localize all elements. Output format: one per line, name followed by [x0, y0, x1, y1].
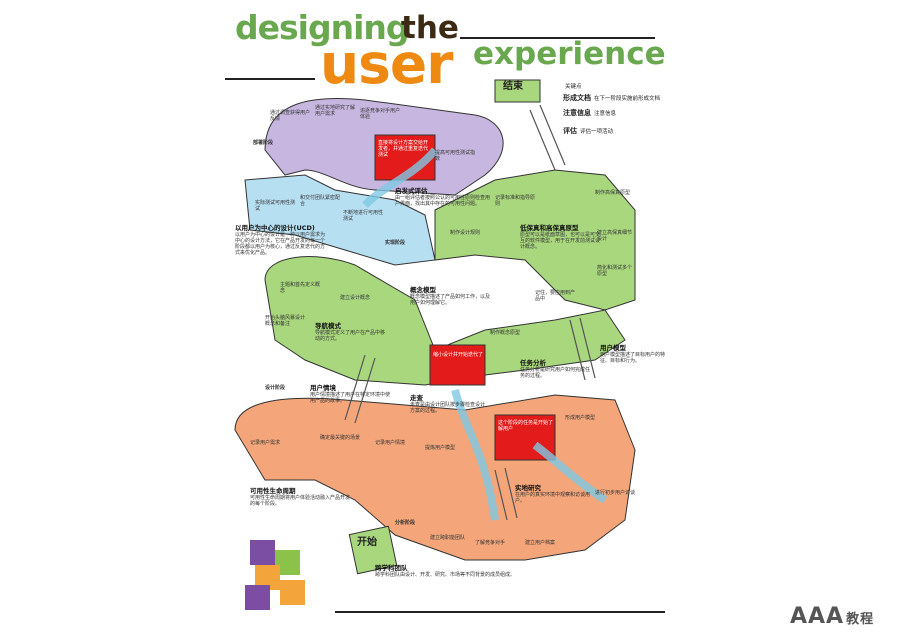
cube-icon: [245, 585, 270, 610]
cell-text: 提高可用性测试指数: [435, 150, 476, 162]
legend-label: 注意信息: [563, 109, 591, 117]
slide-icon: [362, 147, 439, 208]
note-team: 跨学科团队跨学科团队由设计、开发、研究、市场等不同背景的成员组成。: [375, 564, 516, 578]
red-cell-text: 缩小设计并开始迭代了: [433, 352, 484, 358]
end-label: 结束: [503, 81, 523, 92]
slide-icon: [532, 441, 608, 504]
legend-heading: 关键点: [565, 84, 582, 90]
cell-text: 通过实地研究了解用户需求: [315, 105, 356, 117]
cell-text: 开始头脑风暴设计概念和备注: [265, 315, 306, 327]
stage-label: 设计阶段: [265, 385, 286, 391]
note-user-model: 用户模型用户模型描述了目标用户的特征、目标和行为。: [600, 344, 666, 364]
cell-text: 通过调查获得用户反馈: [270, 110, 311, 122]
cell-text: 形成用户模型: [565, 415, 596, 421]
game-board: [234, 79, 665, 613]
note-prototype: 低保真和高保真原型原型可以是纸面草图，也可以是可交互的软件模型，用于在开发前测试…: [520, 224, 601, 250]
cell-text: 追逐竞争对手用户体验: [360, 108, 401, 120]
cube-icon: [280, 580, 305, 605]
cell-text: 建立高保真细节设计: [597, 230, 633, 242]
stage-label: 分析阶段: [395, 520, 416, 526]
start-label: 开始: [357, 537, 377, 548]
cell-text: 主题和首先定义概念: [280, 282, 321, 294]
red-cell-text: 这个阶段的任务是开始了解用户: [498, 420, 554, 432]
cell-text: 提炼用户模型: [425, 445, 456, 451]
cell-text: 和交付团队紧密配合: [300, 195, 341, 207]
note-concept: 概念模型概念模型描述了产品如何工作，以及用户如何理解它。: [410, 286, 491, 306]
cell-text: 制作概念原型: [490, 330, 521, 336]
cell-text: 实际测试可用性测试: [255, 200, 296, 212]
cell-text: 制作设计规则: [450, 230, 481, 236]
note-navigation: 导航模式导航模式定义了用户在产品中移动的方式。: [315, 322, 386, 342]
watermark-main: AAA: [790, 604, 845, 629]
legend-label: 评估: [563, 127, 577, 135]
poster: designing the user experience 关键点 形成文档在下…: [225, 0, 680, 644]
cell-text: 进行初步用户访谈: [595, 490, 636, 496]
legend-label: 形成文档: [563, 94, 591, 102]
note-heuristic: 启发式评估由一组评估者按照公认的可用性原则检查用户界面，找出其中存在的可用性问题…: [395, 187, 491, 207]
cell-text: 记录标准和指导原则: [495, 195, 536, 207]
cell-text: 建立用户档案: [525, 540, 556, 546]
note-field-study: 实地研究在用户的真实环境中观察和访谈用户。: [515, 484, 591, 504]
cell-text: 制作高保真原型: [595, 190, 631, 196]
cell-text: 记录用户情境: [375, 440, 406, 446]
note-ucd: 以用户为中心的设计(UCD)以用户为中心的设计是一种以用户需求为中心的设计方法，…: [235, 224, 326, 256]
cell-text: 建立设计概念: [340, 295, 371, 301]
note-lifecycle: 可用性生命周期可用性生命周期将用户体验活动融入产品开发的每个阶段。: [250, 487, 351, 507]
end-marker: [494, 79, 541, 103]
slide-icon: [451, 389, 499, 521]
band-green-upper: [434, 169, 636, 311]
ladder-icon: [344, 104, 596, 521]
red-square-mid: [429, 344, 486, 386]
title-user: user: [320, 32, 453, 96]
legend-item-evaluate: 评估评估一项活动: [563, 127, 614, 135]
start-marker: [348, 525, 398, 575]
note-walkthrough: 走查走查是由设计团队按步骤检查设计方案的过程。: [410, 394, 486, 414]
title-the: the: [401, 10, 459, 46]
cell-text: 记住，要应用到产品中: [535, 290, 576, 302]
legend-item-document: 形成文档在下一阶段实施前形成文档: [563, 94, 661, 102]
cell-text: 不断地进行可用性测试: [343, 210, 384, 222]
cube-icon: [250, 540, 275, 565]
title-rule-top: [460, 37, 655, 39]
cell-text: 记录用户需求: [250, 440, 281, 446]
watermark-sub: 教程: [846, 612, 875, 627]
cell-text: 确定最关键的场景: [320, 435, 361, 441]
stage-label: 实现阶段: [385, 240, 406, 246]
stage-label: 部署阶段: [253, 140, 274, 146]
title-rule-left: [225, 78, 315, 80]
legend-item-info: 注意信息注意信息: [563, 109, 617, 117]
cell-text: 简化和测试多个原型: [597, 265, 633, 277]
title-designing: designing: [235, 8, 409, 47]
cell-text: 建立跨职能团队: [430, 535, 466, 541]
cell-text: 了解竞争对手: [475, 540, 506, 546]
title-experience: experience: [473, 36, 666, 72]
note-task-analysis: 任务分析任务分析是研究用户如何完成任务的过程。: [520, 359, 591, 379]
note-scenario: 用户情境用户情境描述了用户在特定环境中使用产品的故事。: [310, 384, 391, 404]
red-cell-text: 直接将设计方案交给开发者，并通过重复迭代测试: [378, 140, 429, 158]
